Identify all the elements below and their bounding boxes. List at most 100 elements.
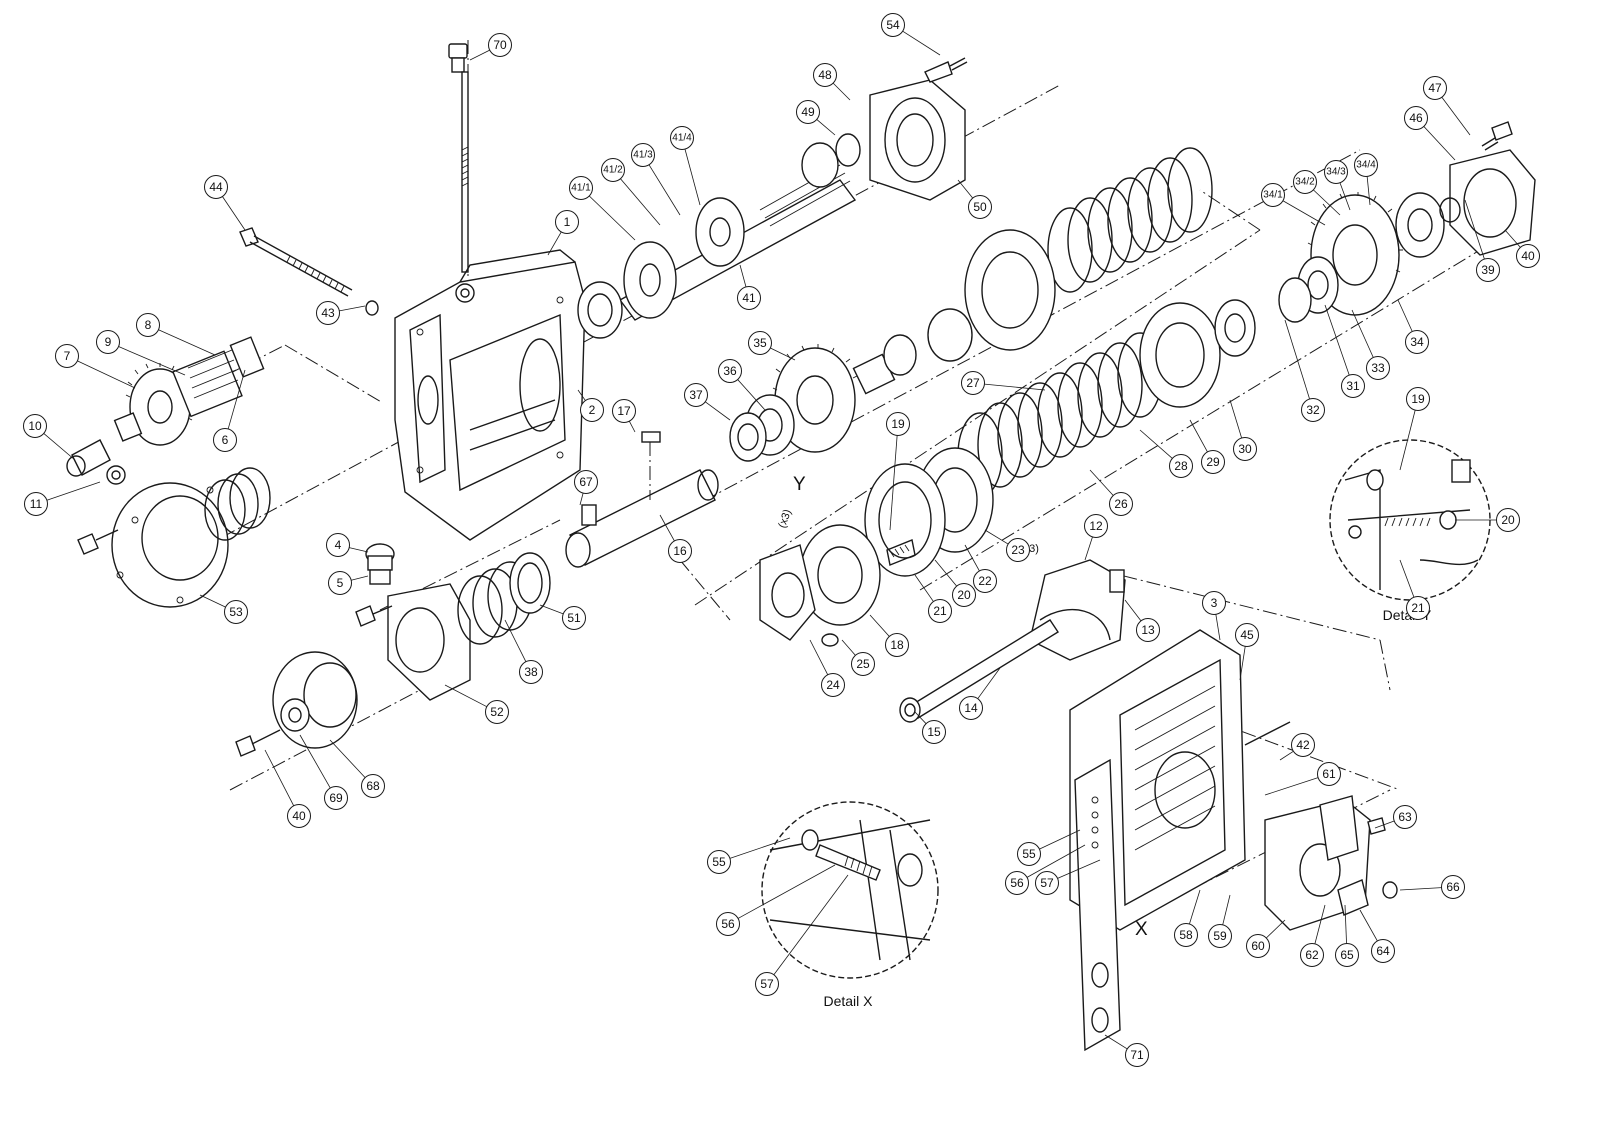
detail-x-title: Detail X [823, 993, 873, 1009]
callout-number: 29 [1206, 455, 1220, 469]
callout-circle [1354, 153, 1378, 177]
callout-circle [1441, 875, 1465, 899]
callout-number: 13 [1141, 623, 1155, 637]
callout-number: 25 [856, 657, 870, 671]
callout-13: 13 [1124, 599, 1160, 642]
callout-circle [1404, 106, 1428, 130]
part-18-24-carrier [759, 524, 881, 647]
callout-leader [1441, 96, 1471, 136]
callout-number: 34/3 [1326, 167, 1346, 178]
callout-number: 27 [966, 376, 980, 390]
callout-circle [316, 301, 340, 325]
callout-circle [959, 696, 983, 720]
callout-leader [1089, 469, 1114, 496]
callout-37: 37 [684, 383, 731, 421]
callout-number: 45 [1240, 628, 1254, 642]
callout-number: 5 [337, 576, 344, 590]
callout-number: 66 [1446, 880, 1460, 894]
callout-leader [1374, 820, 1395, 829]
callout-leader [1313, 189, 1341, 216]
callout-leader [977, 667, 1001, 699]
callout-number: 40 [1521, 249, 1535, 263]
callout-circle [968, 195, 992, 219]
callout-circle [1496, 508, 1520, 532]
callout-circle [952, 583, 976, 607]
callout-12: 12 [1084, 514, 1108, 561]
callout-circle [1017, 842, 1041, 866]
callout-leader [579, 493, 584, 506]
callout-circle [612, 399, 636, 423]
callout-leader [1314, 904, 1326, 944]
callout-63: 63 [1374, 805, 1417, 829]
callout-number: 7 [64, 349, 71, 363]
callout-leader [118, 346, 186, 376]
callout-36: 36 [718, 359, 766, 411]
callout-31: 31 [1324, 304, 1365, 398]
callout-leader [1222, 894, 1231, 925]
callout-leader [957, 179, 974, 199]
callout-circle [601, 158, 625, 182]
callout-leader [1189, 889, 1201, 925]
callout-leader [841, 639, 856, 656]
callout-2: 2 [577, 389, 604, 422]
callout-circle [1293, 170, 1317, 194]
callout-leader [1464, 199, 1485, 260]
callout-leader [547, 231, 562, 256]
callout-number: 31 [1346, 379, 1360, 393]
callout-number: 23 [1011, 543, 1025, 557]
callout-21: 21 [914, 574, 952, 623]
callout-circle [1246, 934, 1270, 958]
callout-leader [299, 734, 331, 789]
callout-leader [1279, 750, 1294, 761]
callout-leader [705, 401, 731, 421]
callout-25: 25 [841, 639, 875, 676]
callout-40: 40 [264, 749, 311, 828]
callout-53: 53 [199, 594, 248, 624]
callout-circle [1476, 258, 1500, 282]
callout-15: 15 [914, 711, 946, 744]
callout-leader [770, 347, 796, 361]
callout-20: 20 [1455, 508, 1520, 532]
part-60-plate [1264, 795, 1398, 931]
callout-circle [562, 606, 586, 630]
callout-leader [264, 749, 295, 806]
callout-58: 58 [1174, 889, 1201, 947]
callout-leader [444, 684, 487, 708]
callout-circle [716, 912, 740, 936]
callout-leader [1351, 309, 1374, 358]
callout-circle [885, 633, 909, 657]
callout-circle [488, 33, 512, 57]
callout-42: 42 [1279, 733, 1315, 761]
callout-number: 19 [891, 417, 905, 431]
callout-21: 21 [1399, 559, 1430, 620]
callout-circle [1125, 1043, 1149, 1067]
callout-leader [684, 149, 701, 206]
callout-number: 68 [366, 779, 380, 793]
callout-leader [1399, 410, 1416, 471]
callout-circle [1317, 762, 1341, 786]
callout-44: 44 [204, 175, 246, 231]
callout-47: 47 [1423, 76, 1471, 136]
callout-leader [1504, 229, 1521, 248]
callout-circle [1208, 924, 1232, 948]
callout-circle [1341, 374, 1365, 398]
callout-number: 58 [1179, 928, 1193, 942]
callout-number: 52 [490, 705, 504, 719]
callout-circle [973, 569, 997, 593]
callout-number: 34 [1410, 335, 1424, 349]
callout-number: 41/3 [633, 150, 653, 161]
callout-circle [1235, 623, 1259, 647]
callout-number: 46 [1409, 111, 1423, 125]
callout-circle [96, 330, 120, 354]
part-1-housing [394, 249, 586, 541]
callout-number: 65 [1340, 948, 1354, 962]
callout-leader [889, 435, 898, 531]
callout-number: 48 [818, 68, 832, 82]
callout-number: 60 [1251, 939, 1265, 953]
callout-60: 60 [1246, 919, 1286, 958]
callout-number: 51 [567, 611, 581, 625]
callout-circle [1169, 454, 1193, 478]
callout-68: 68 [329, 739, 385, 798]
callout-number: 28 [1174, 459, 1188, 473]
callout-leader [589, 195, 636, 241]
